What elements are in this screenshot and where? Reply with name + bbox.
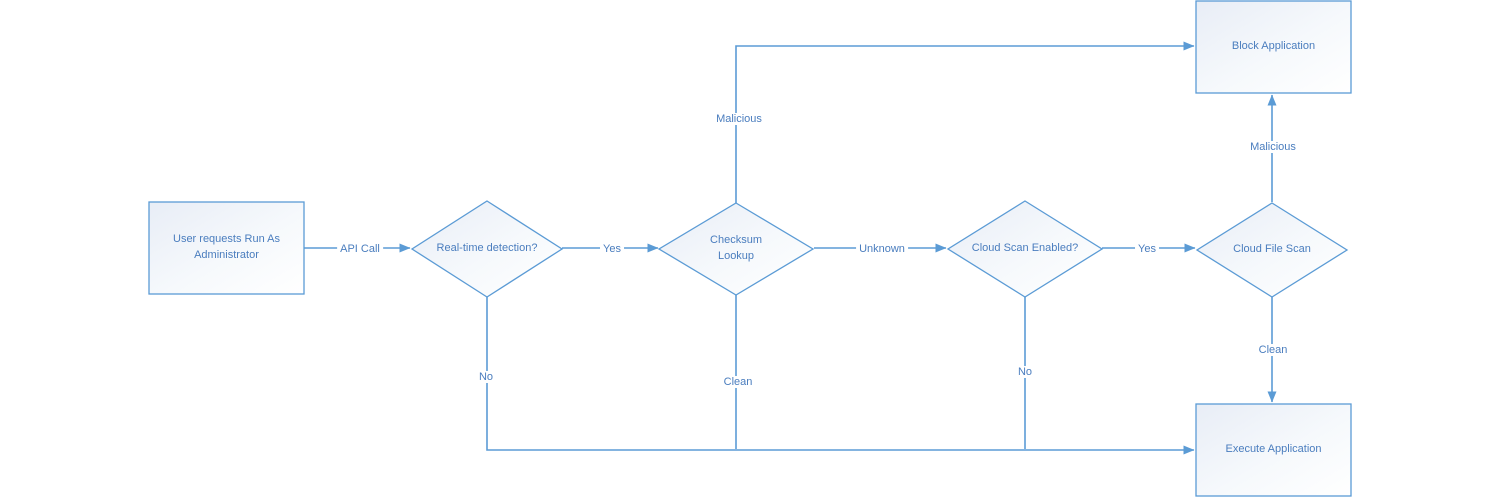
node-realtime-detection[interactable] (410, 200, 564, 298)
node-cloud-scan-enabled[interactable] (946, 200, 1104, 298)
node-block-application[interactable] (1195, 0, 1352, 94)
node-checksum-lookup[interactable] (657, 202, 815, 296)
edge-realtime-no[interactable] (486, 297, 1195, 455)
node-execute-application[interactable] (1195, 403, 1352, 497)
node-user-request[interactable] (148, 201, 305, 295)
edge-checksum-malicious[interactable] (735, 41, 1195, 203)
node-cloud-file-scan[interactable] (1195, 202, 1349, 298)
